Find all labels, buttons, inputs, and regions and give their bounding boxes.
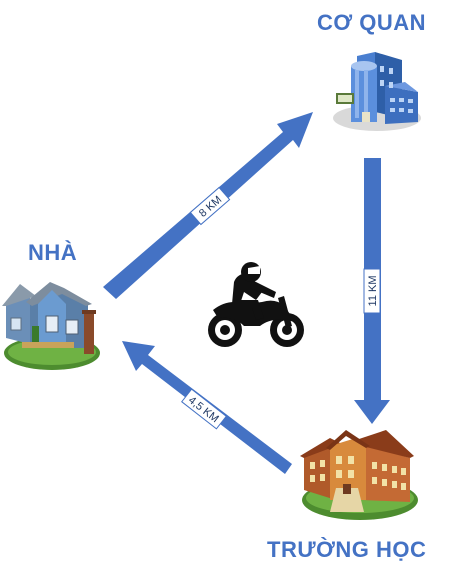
school-label: TRƯỜNG HỌC xyxy=(267,537,427,562)
office-building-icon xyxy=(333,52,421,131)
distance-label-office-school: 11 KM xyxy=(363,268,381,314)
house-icon xyxy=(2,282,100,370)
route-arrow-office-school: 11 KM xyxy=(354,158,390,424)
office-label: CƠ QUAN xyxy=(317,10,427,35)
motorcycle-rider-icon xyxy=(208,262,304,347)
distance-label-home-office: 8 KM xyxy=(189,186,231,226)
route-arrow-school-home: 4,5 KM xyxy=(122,341,292,474)
distance-label-school-home: 4,5 KM xyxy=(181,388,227,430)
route-arrow-home-office: 8 KM xyxy=(103,112,313,299)
svg-text:11 KM: 11 KM xyxy=(367,276,379,307)
home-label: NHÀ xyxy=(28,240,78,265)
school-building-icon xyxy=(300,430,418,520)
